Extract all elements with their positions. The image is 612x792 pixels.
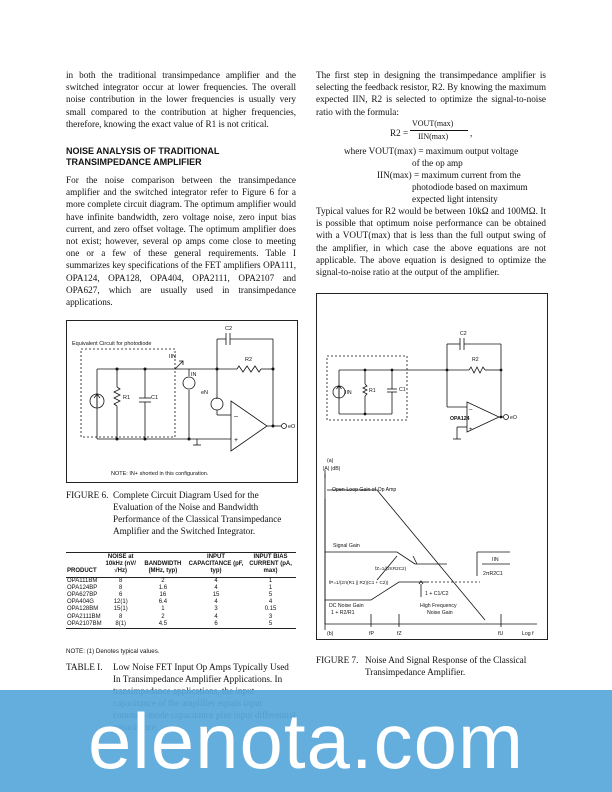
fig7-iin-label: IIN: [345, 390, 352, 396]
fig7-b-label: (b): [327, 631, 334, 637]
where-iin: IIN(max) = maximum current from the: [377, 170, 521, 180]
left-intro-paragraph: in both the traditional transimpedance a…: [66, 69, 296, 130]
formula-denominator: IIN(max): [418, 132, 449, 141]
fig7-c2-label: C2: [460, 331, 467, 337]
fraction-bar: [410, 130, 468, 131]
fig6-c2-label: C2: [225, 326, 232, 332]
section-heading: NOISE ANALYSIS OF TRADITIONAL TRANSIMPED…: [66, 146, 296, 168]
fig7-fp-tick: fP: [369, 631, 374, 637]
th-bandwidth: BANDWIDTH (MHz, typ): [138, 552, 187, 578]
right-intro-paragraph: The first step in designing the transimp…: [316, 69, 546, 118]
fig7-dc-gain-value: 1 + R2/R1: [331, 610, 355, 616]
fig6-en-label: eN: [201, 390, 208, 396]
equiv-circuit-label: Equivalent Circuit for photodiode: [72, 341, 152, 347]
left-noise-paragraph: For the noise comparison between the tra…: [66, 174, 296, 308]
fig7-c1-label: C1: [399, 387, 406, 393]
fig7-y-axis-label: |A| (dB): [323, 466, 341, 472]
fig6-iin-label: IIN: [169, 354, 176, 360]
fig7-fu-tick: fU: [498, 631, 503, 637]
fig7-caption-label: FIGURE 7.: [316, 655, 359, 665]
fig6-eo-label: eO: [288, 424, 296, 430]
fig7-fp-formula: fP=1/(2π(R1 || R2)(C1 + C2)): [329, 580, 389, 585]
fig7-plus-sign: +: [469, 427, 473, 433]
fig7-r1-label: R1: [369, 388, 376, 394]
fig6-minus-sign: –: [234, 413, 238, 420]
table-caption-label: TABLE I.: [66, 662, 103, 672]
where-iin-cont2: expected light intensity: [412, 194, 498, 204]
left-para-2: For the noise comparison between the tra…: [66, 175, 296, 308]
fig7-hf-label-2: Noise Gain: [427, 610, 453, 616]
fig7-caption-text: Noise And Signal Response of the Classic…: [365, 655, 527, 677]
th-bias: INPUT BIAS CURRENT (pA, max): [245, 552, 296, 578]
heading-line-2: TRANSIMPEDANCE AMPLIFIER: [66, 157, 202, 167]
fig7-r2-label: R2: [472, 357, 479, 363]
fig7-iin-ratio-den: 2πR2C1: [483, 571, 503, 577]
formula-lhs: R2 =: [390, 128, 409, 138]
fig6-in-label: IN: [191, 372, 197, 378]
watermark-logo-text: elenota.com: [88, 697, 524, 785]
fig7-fz-tick: fZ: [397, 631, 402, 637]
fig6-c1-label: C1: [151, 395, 158, 401]
where-iin-cont1: photodiode based on maximum: [412, 182, 528, 192]
table-1: PRODUCT NOISE at 10kHz (nV/√Hz) BANDWIDT…: [66, 552, 296, 630]
where-vout: where VOUT(max) = maximum output voltage: [344, 146, 519, 156]
left-para-1: in both the traditional transimpedance a…: [66, 70, 296, 129]
heading-line-1: NOISE ANALYSIS OF TRADITIONAL: [66, 146, 220, 156]
right-para-2: Typical values for R2 would be between 1…: [316, 206, 546, 278]
fig6-note: NOTE: IN+ shorted in this configuration.: [111, 471, 209, 477]
where-vout-cont: of the op amp: [412, 158, 463, 168]
th-noise: NOISE at 10kHz (nV/√Hz): [102, 552, 139, 578]
figure-6-circuit: Equivalent Circuit for photodiode C2 R2 …: [72, 326, 296, 477]
fig7-minus-sign: –: [469, 407, 473, 413]
figure-6-box: Equivalent Circuit for photodiode C2 R2 …: [66, 320, 298, 483]
fig6-caption-label: FIGURE 6.: [66, 490, 109, 500]
fig7-logf-label: Log f: [522, 631, 534, 637]
right-para-1: The first step in designing the transimp…: [316, 70, 546, 117]
fig7-iin-ratio-num: IIN: [492, 557, 499, 563]
fig6-r2-label: R2: [245, 357, 252, 363]
figure-7-diagram: C2 R2 IIN R1 C1 OPA124 eO – + (a) |A| (d…: [323, 331, 537, 637]
th-product: PRODUCT: [66, 552, 103, 578]
fig7-a-label: (a): [327, 458, 334, 464]
fig7-eo-label: eO: [510, 415, 517, 421]
fig6-caption-text: Complete Circuit Diagram Used for the Ev…: [113, 490, 282, 536]
fig7-fz-formula: fZ=1/(2πR2C2): [375, 566, 407, 571]
table-header-row: PRODUCT NOISE at 10kHz (nV/√Hz) BANDWIDT…: [66, 552, 296, 578]
figure-6-caption: FIGURE 6. Complete Circuit Diagram Used …: [66, 489, 296, 537]
fig7-openloop-label: Open-Loop Gain of Op Amp: [332, 487, 396, 493]
th-capacitance: INPUT CAPACITANCE (pF, typ): [186, 552, 246, 578]
figure-7-box: C2 R2 IIN R1 C1 OPA124 eO – + (a) |A| (d…: [316, 293, 548, 640]
where-definitions: where VOUT(max) = maximum output voltage…: [344, 145, 544, 205]
formula-numerator: VOUT(max): [412, 119, 454, 128]
right-typical-paragraph: Typical values for R2 would be between 1…: [316, 205, 546, 278]
figure-7-caption: FIGURE 7. Noise And Signal Response of t…: [316, 654, 546, 680]
fig7-signal-gain-label: Signal Gain: [333, 543, 360, 549]
fig7-hf-label: High Frequency: [420, 603, 457, 609]
fig7-opamp-label: OPA124: [450, 416, 470, 422]
formula-comma: ,: [470, 128, 473, 138]
fig6-r1-label: R1: [123, 395, 130, 401]
fig7-c1c2-label: 1 + C1/C2: [425, 591, 449, 597]
watermark-banner: [0, 690, 612, 792]
fig6-plus-sign: +: [234, 437, 238, 444]
fig7-dc-gain-label: DC Noise Gain: [329, 603, 364, 609]
table-note: NOTE: (1) Denotes typical values.: [66, 648, 160, 655]
